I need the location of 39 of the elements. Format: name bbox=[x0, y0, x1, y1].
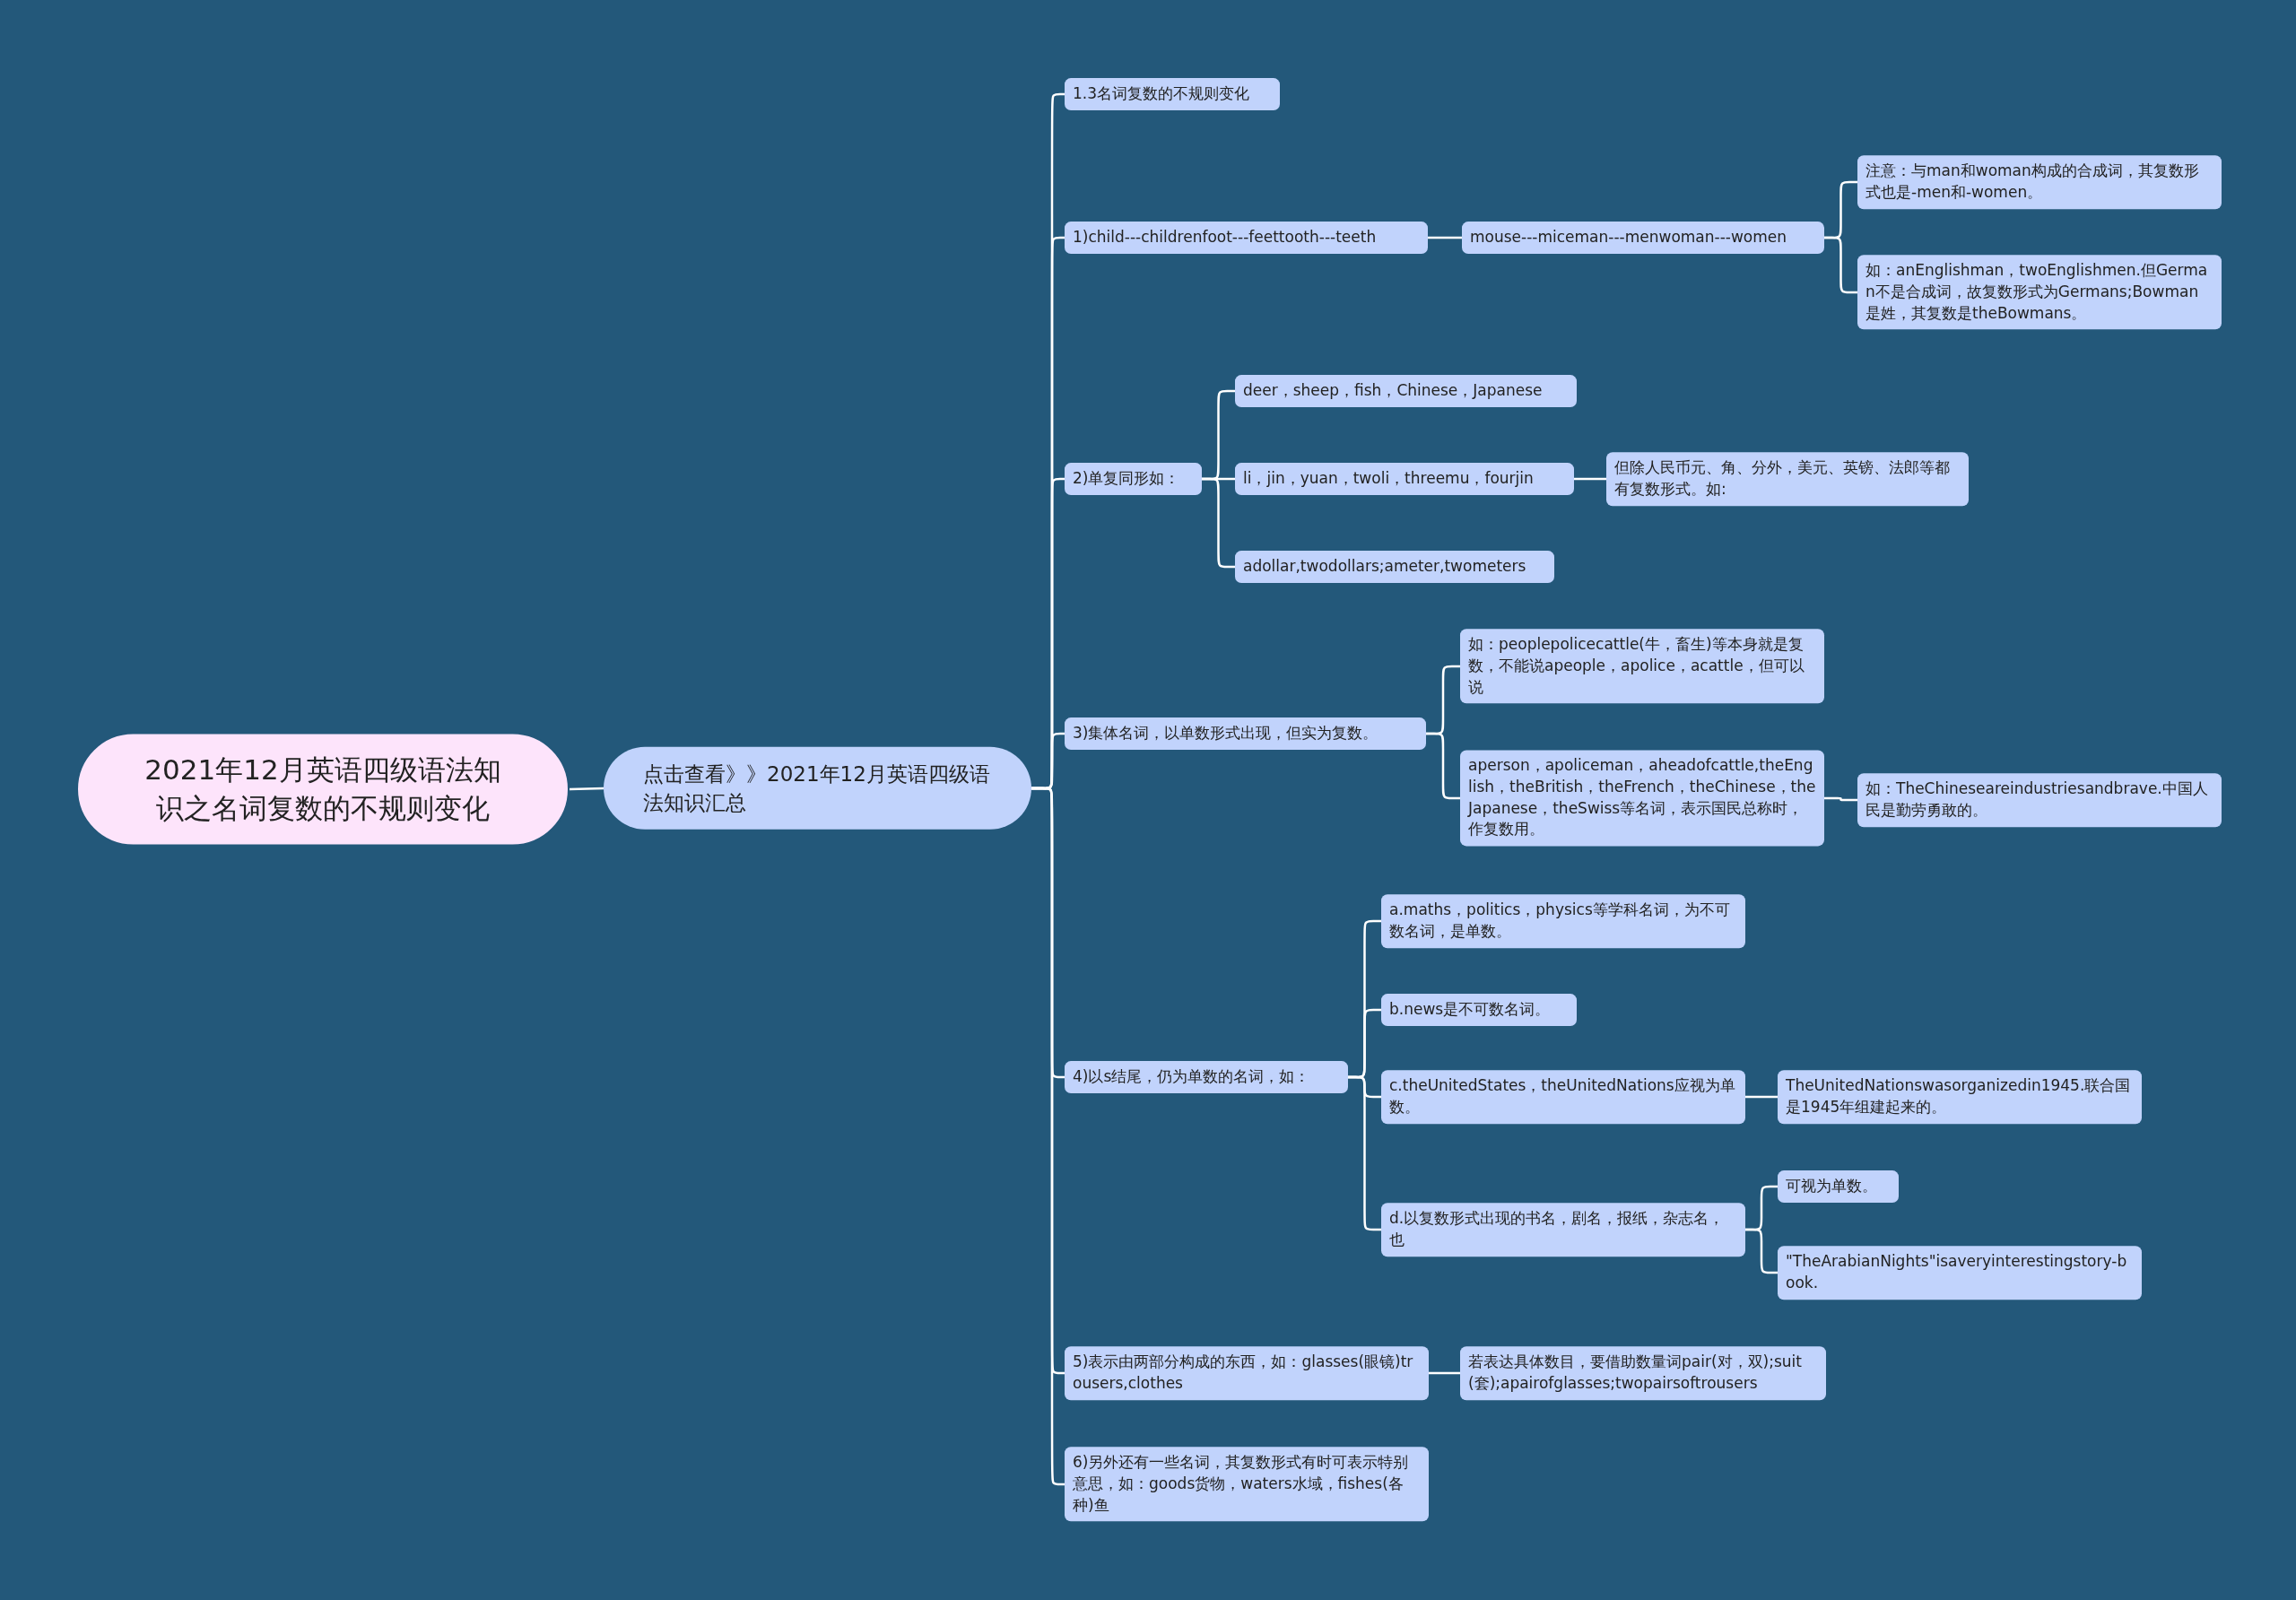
topic-box: 4)以s结尾，仍为单数的名词，如： bbox=[1065, 1061, 1348, 1093]
connector bbox=[1426, 732, 1460, 800]
topic-box: 1.3名词复数的不规则变化 bbox=[1065, 78, 1280, 110]
topic-box: li，jin，yuan，twoli，threemu，fourjin bbox=[1235, 463, 1574, 495]
connector bbox=[1429, 1371, 1460, 1375]
connector bbox=[1824, 796, 1857, 802]
topic-box: 但除人民币元、角、分外，美元、英镑、法郎等都有复数形式。如: bbox=[1606, 452, 1969, 506]
topic-box: 如：anEnglishman，twoEnglishmen.但German不是合成词，故复数形式为Germans;Bowman是姓，其复数是theBowmans。 bbox=[1857, 255, 2222, 330]
topic-box: 注意：与man和woman构成的合成词，其复数形式也是-men和-women。 bbox=[1857, 155, 2222, 209]
connector bbox=[1348, 1075, 1381, 1231]
connector bbox=[1745, 1095, 1778, 1099]
topic-box: deer，sheep，fish，Chinese，Japanese bbox=[1235, 375, 1577, 407]
topic-box: 1)child---childrenfoot---feettooth---teeth bbox=[1065, 222, 1428, 254]
topic-box: mouse---miceman---menwoman---women bbox=[1462, 222, 1824, 254]
connector bbox=[1824, 236, 1857, 294]
topic-box: aperson，apoliceman，aheadofcattle,theEnglish，theBritish，theFrench，theChinese，theJapanese，theSwiss等名词，表示国民总称时，作复数用。 bbox=[1460, 750, 1824, 847]
topic-box: 6)另外还有一些名词，其复数形式有时可表示特别意思，如：goods货物，waters水域，fishes(各种)鱼 bbox=[1065, 1447, 1429, 1522]
topic-box: b.news是不可数名词。 bbox=[1381, 994, 1577, 1026]
topic-box: a.maths，politics，physics等学科名词，为不可数名词，是单数。 bbox=[1381, 894, 1745, 948]
connector bbox=[1428, 236, 1462, 239]
topic-box: 如：TheChineseareindustriesandbrave.中国人民是勤劳勇敢的。 bbox=[1857, 773, 2222, 827]
topic-box: adollar,twodollars;ameter,twometers bbox=[1235, 551, 1554, 583]
connector bbox=[1202, 477, 1235, 569]
connector bbox=[1574, 477, 1606, 481]
topic-box: TheUnitedNationswasorganizedin1945.联合国是1945年组建起来的。 bbox=[1778, 1070, 2142, 1124]
topic-box: 若表达具体数目，要借助数量词pair(对，双);suit(套);apairofglasses;twopairsoftrousers bbox=[1460, 1346, 1826, 1400]
topic-box: 5)表示由两部分构成的东西，如：glasses(眼镜)trousers,clothes bbox=[1065, 1346, 1429, 1400]
topic-box: d.以复数形式出现的书名，剧名，报纸，杂志名，也 bbox=[1381, 1203, 1745, 1257]
connector bbox=[1745, 1228, 1778, 1274]
topic-box: 3)集体名词，以单数形式出现，但实为复数。 bbox=[1065, 717, 1426, 750]
topic-box: c.theUnitedStates，theUnitedNations应视为单数。 bbox=[1381, 1070, 1745, 1124]
root-topic: 2021年12月英语四级语法知识之名词复数的不规则变化 bbox=[76, 732, 570, 847]
topic-box: 可视为单数。 bbox=[1778, 1170, 1899, 1203]
topic-box: "TheArabianNights"isaveryinterestingstory-book. bbox=[1778, 1246, 2142, 1300]
topic-box: 如：peoplepolicecattle(牛，畜生)等本身就是复数，不能说apeople，apolice，acattle，但可以说 bbox=[1460, 629, 1824, 704]
connector bbox=[1031, 787, 1065, 1486]
topic-box: 2)单复同形如： bbox=[1065, 463, 1202, 495]
main-topic: 点击查看》》2021年12月英语四级语法知识汇总 bbox=[604, 746, 1031, 830]
connector bbox=[569, 787, 604, 791]
